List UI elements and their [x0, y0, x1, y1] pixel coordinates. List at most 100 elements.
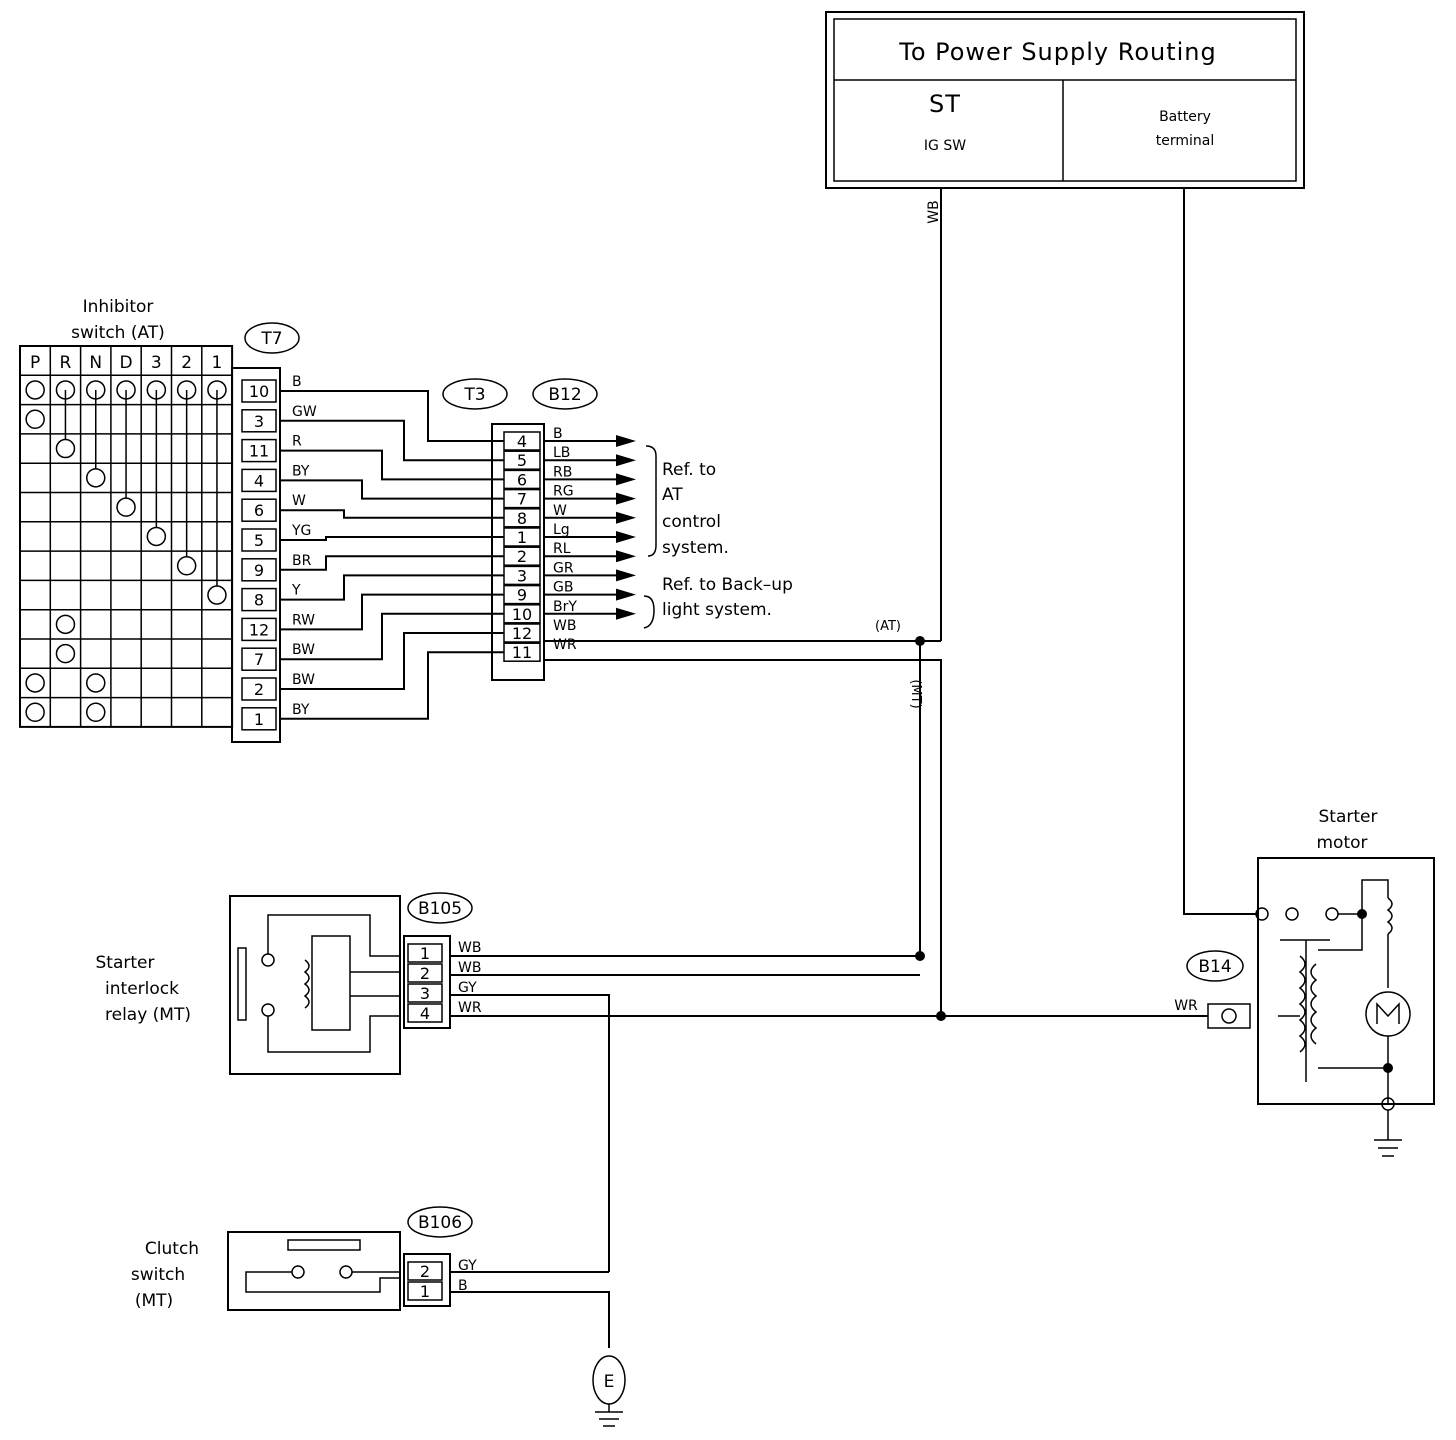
arrow-icon	[616, 435, 636, 447]
junction-relay-4	[936, 1011, 946, 1021]
t7-pin: 1	[254, 710, 264, 729]
t7-wire-label: BW	[292, 642, 315, 658]
t3-label: T3	[463, 385, 485, 405]
arrow-icon	[616, 569, 636, 582]
t7-wire-label: B	[292, 374, 302, 390]
at-label: (AT)	[875, 619, 901, 634]
ground-label: E	[604, 1372, 615, 1392]
b12-wire-label: LB	[553, 445, 570, 461]
b14-contact	[1221, 1008, 1237, 1024]
junction-relay-1	[915, 951, 925, 961]
relay-title-2: interlock	[105, 979, 179, 999]
arrow-icon	[616, 531, 636, 543]
t7-wire-label: R	[292, 434, 302, 450]
t7-wire-label: BW	[292, 672, 315, 688]
t7-pin: 10	[249, 382, 269, 401]
battery-label-2: terminal	[1156, 133, 1214, 149]
t7-wire	[280, 449, 504, 481]
switch-contact	[176, 556, 197, 576]
position-label: R	[60, 353, 72, 373]
b12-wire-label: WB	[553, 618, 576, 634]
b12-wire-label: GR	[553, 560, 574, 576]
position-label: N	[89, 353, 102, 373]
relay-wire-label: WB	[458, 960, 481, 976]
position-label: 3	[151, 353, 162, 373]
t7-pin: 5	[254, 531, 264, 550]
t7-wire-label: GW	[292, 404, 317, 420]
t7-label: T7	[260, 329, 282, 349]
wire-battery	[1183, 188, 1258, 915]
b12-wire-label: Lg	[553, 522, 570, 538]
b14-oval	[1186, 950, 1244, 982]
t7-pin: 7	[254, 650, 264, 669]
clutch-switch	[227, 1231, 401, 1311]
wire-clutch-b	[449, 1291, 610, 1348]
backup-bracket	[643, 595, 655, 629]
clutch-pin: 1	[420, 1282, 430, 1301]
switch-contact	[86, 673, 106, 693]
b12-wire-label: RL	[553, 541, 571, 557]
arrow-icon	[616, 511, 636, 524]
b105-label: B105	[418, 899, 462, 919]
relay-pin-cell	[407, 943, 443, 963]
t7-wire	[280, 651, 504, 720]
relay-wire-label: GY	[458, 980, 477, 996]
position-label: 2	[181, 353, 192, 373]
b12-wire-label: RG	[553, 484, 574, 500]
clutch-title-3: (MT)	[135, 1291, 173, 1311]
ref-backup-1: Ref. to Back–up	[662, 575, 793, 595]
clutch-title-1: Clutch	[145, 1239, 199, 1259]
switch-contact	[116, 497, 136, 517]
ref-at-2: AT	[662, 485, 683, 505]
b12-pin: 8	[517, 509, 527, 528]
wb-vertical-label: WB	[926, 200, 942, 223]
t7-pin: 6	[254, 501, 264, 520]
b12-wire-label: BrY	[553, 599, 577, 615]
relay-pin: 1	[420, 944, 430, 963]
b14-wire-label: WR	[1174, 998, 1198, 1014]
power-supply-title: To Power Supply Routing	[898, 38, 1217, 66]
t7-pin-cell	[241, 707, 277, 731]
position-label: D	[120, 353, 133, 373]
b12-pin: 7	[517, 490, 527, 509]
relay-title-3: relay (MT)	[105, 1005, 191, 1025]
relay-pin: 3	[420, 984, 430, 1003]
t7-wire	[280, 612, 504, 661]
b14-label: B14	[1198, 957, 1231, 977]
t7-wire	[280, 390, 504, 442]
inhibitor-title-2: switch (AT)	[71, 323, 165, 343]
clutch-pin-cell	[407, 1261, 443, 1281]
clutch-wire-label: B	[458, 1278, 468, 1294]
relay-connector-frame	[403, 935, 451, 1029]
ref-at-3: control	[662, 512, 721, 532]
clutch-pin: 2	[420, 1262, 430, 1281]
b12-wire-label: RB	[553, 464, 572, 480]
relay-wire-label: WB	[458, 940, 481, 956]
t7-pin-cell	[241, 647, 277, 671]
clutch-pin-cell	[407, 1281, 443, 1301]
t7-pin-cell	[241, 498, 277, 522]
t7-wire	[280, 574, 504, 601]
t7-wire-label: RW	[292, 612, 315, 628]
switch-contact	[25, 409, 45, 429]
t7-wire	[280, 536, 504, 541]
battery-label-1: Battery	[1159, 109, 1211, 125]
switch-contact	[55, 438, 76, 459]
switch-contact	[55, 614, 76, 635]
t7-pin-cell	[241, 379, 277, 403]
t7-wire	[280, 555, 504, 571]
t7-wire-label: W	[292, 493, 306, 509]
switch-contact	[86, 702, 106, 722]
position-label: P	[30, 353, 40, 373]
power-supply-box: To Power Supply Routing ST IG SW Battery…	[825, 11, 1305, 189]
switch-contact	[55, 643, 76, 664]
t7-pin-cell	[241, 558, 277, 582]
position-label: 1	[212, 353, 223, 373]
t7-wire	[280, 419, 504, 462]
